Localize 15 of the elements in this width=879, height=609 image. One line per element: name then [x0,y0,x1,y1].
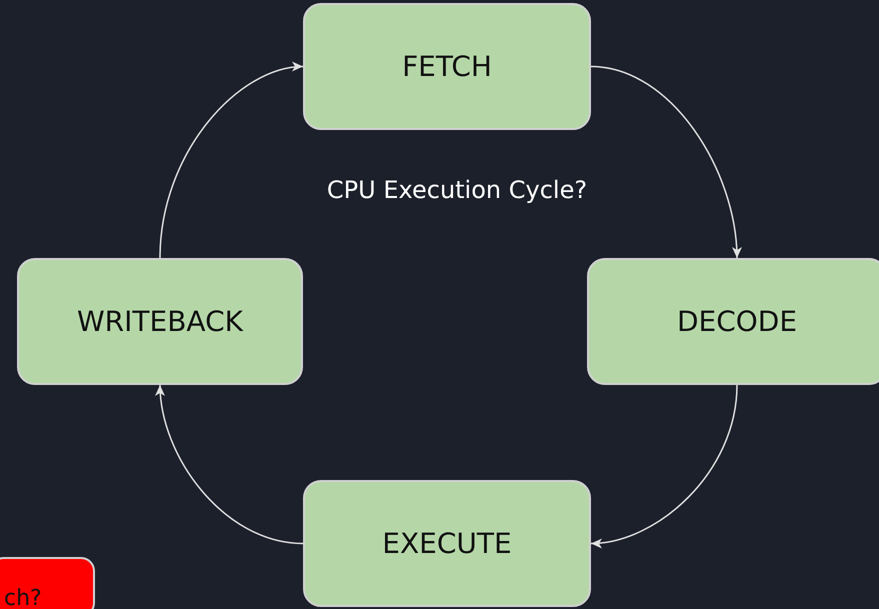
diagram-title: CPU Execution Cycle? [326,176,588,204]
arrow [159,62,304,258]
box-label: ch? [4,586,42,609]
process-box [303,3,591,130]
process-box [17,258,303,385]
arrow [156,384,304,544]
arrow [590,66,742,258]
process-box [587,258,879,385]
arrow [590,384,738,548]
box-label: DECODE [676,305,798,338]
box-label: FETCH [402,50,492,83]
box-label: WRITEBACK [77,305,243,338]
box-label: EXECUTE [382,527,512,560]
alert-box [0,557,95,609]
process-box [303,480,591,607]
